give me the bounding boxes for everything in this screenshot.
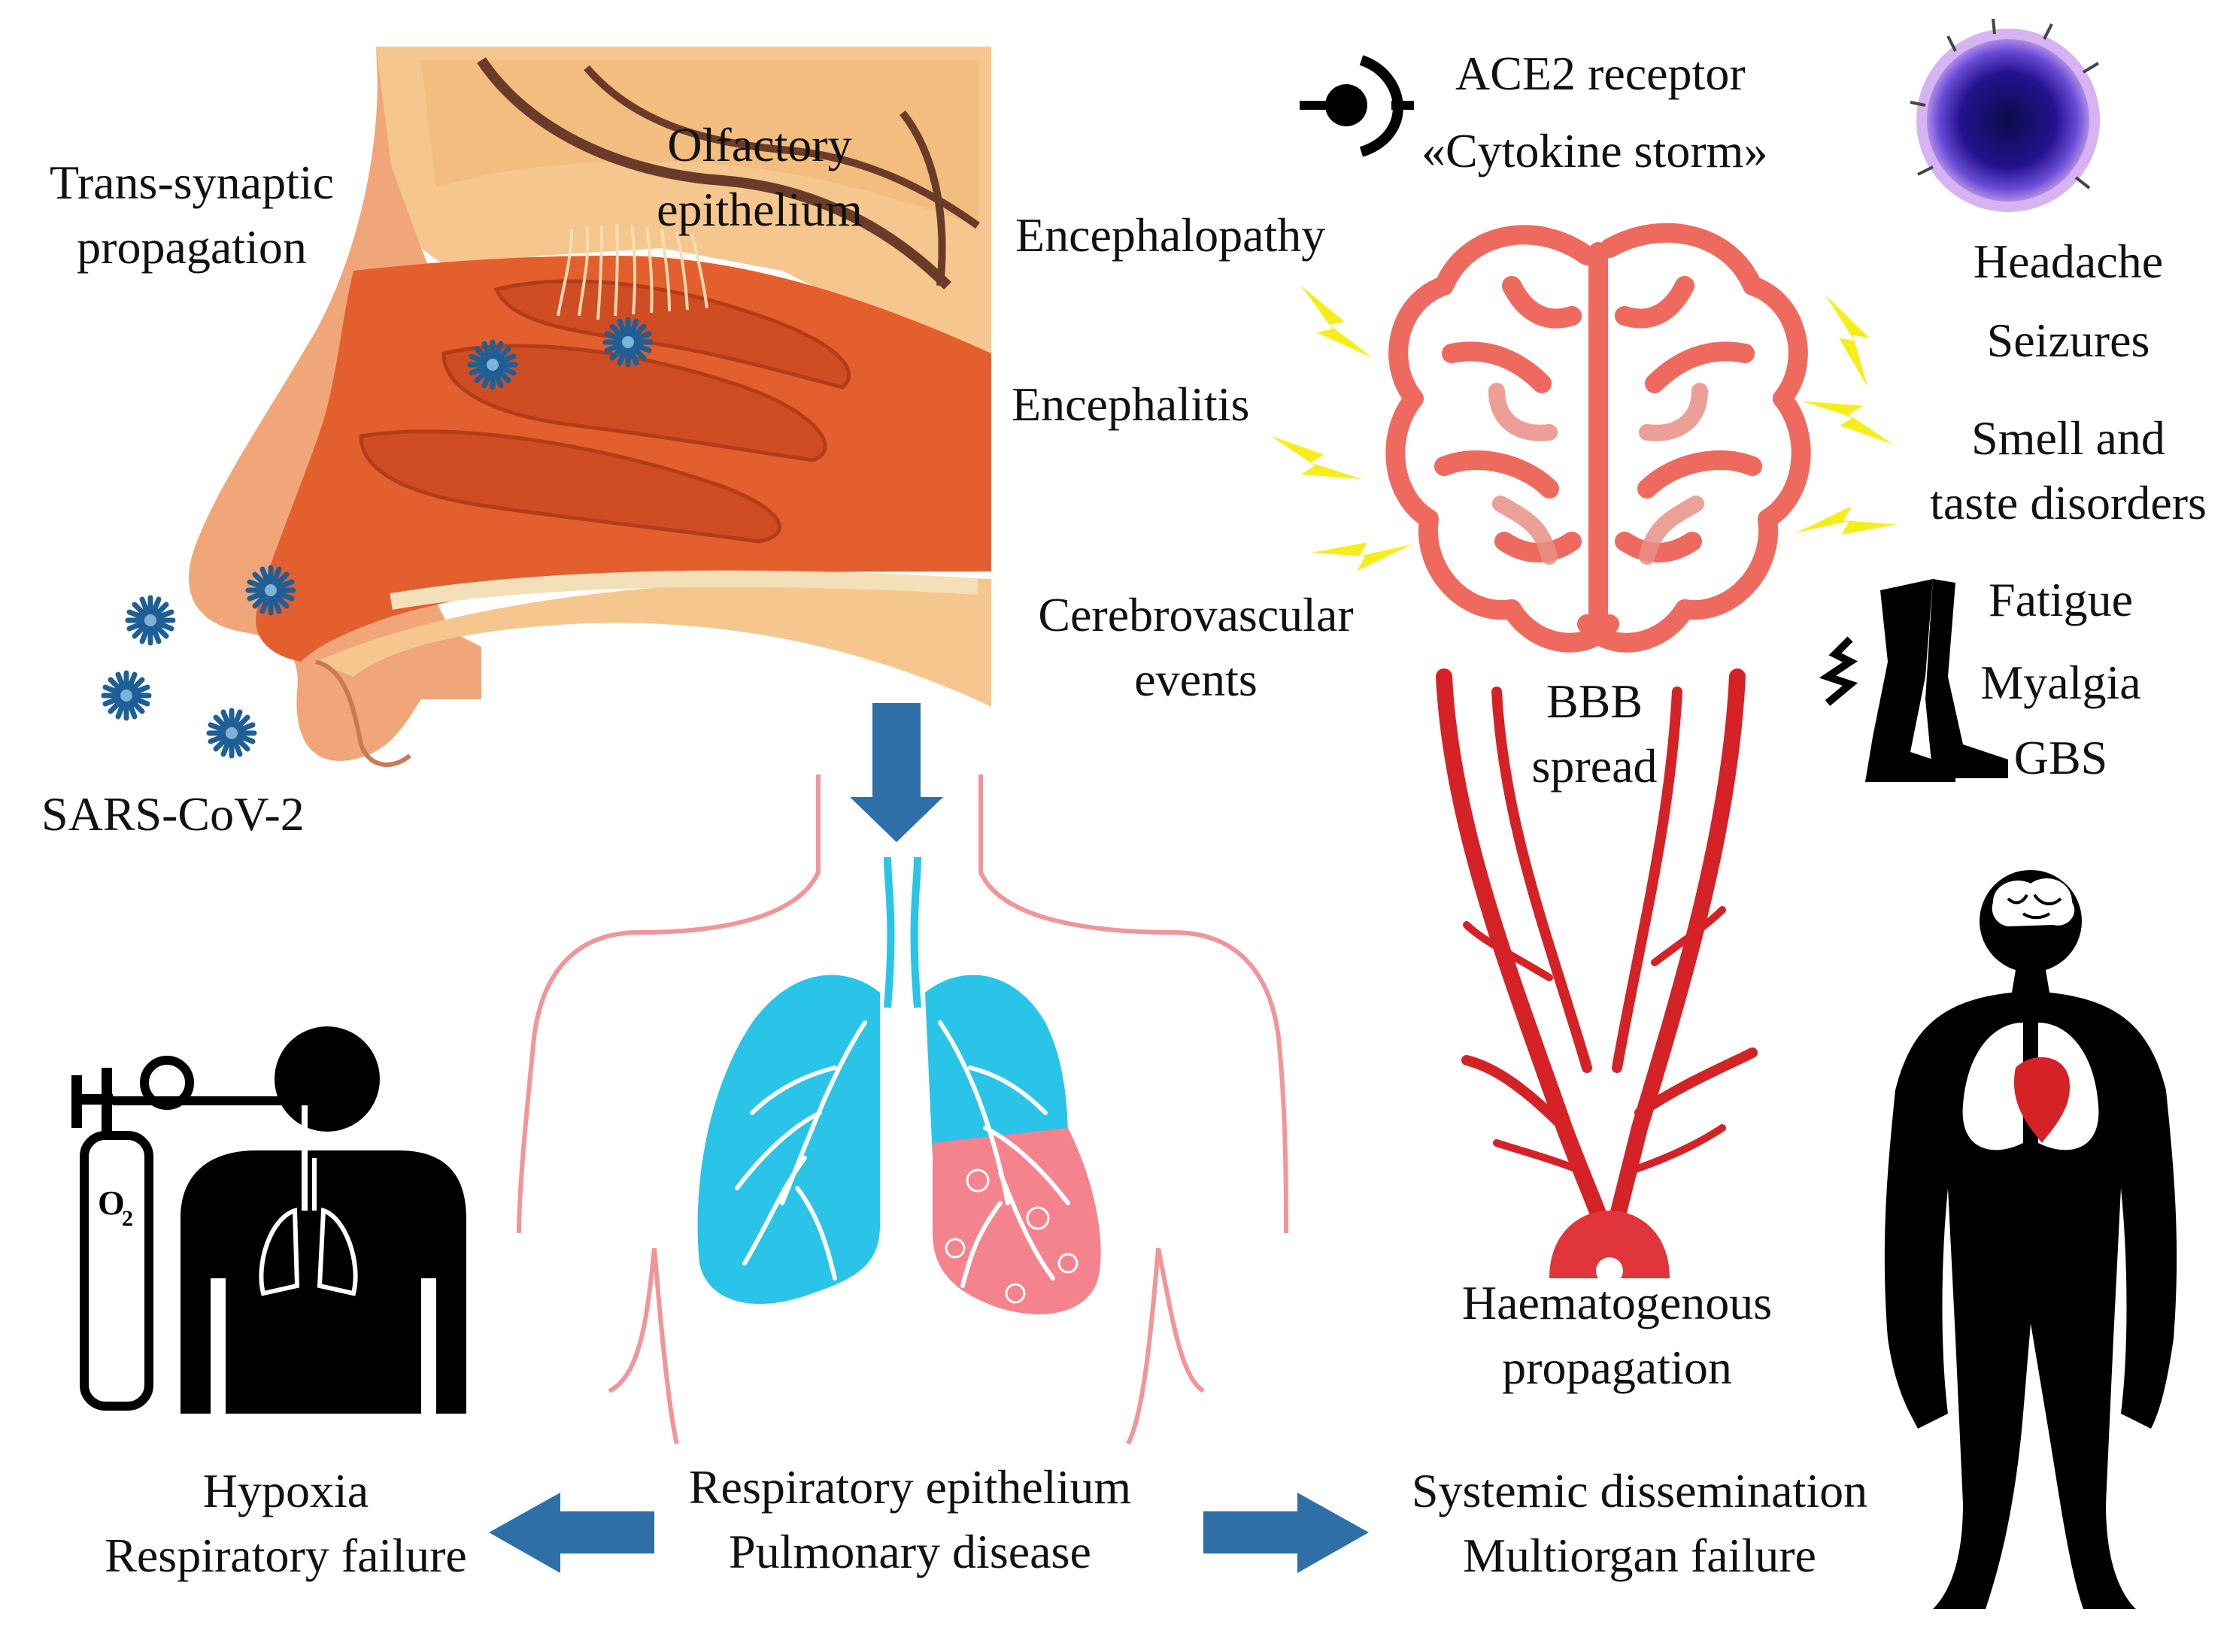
smell-taste-label: Smell and taste disorders (1930, 411, 2207, 529)
virus-icon (470, 342, 515, 387)
olfactory-epithelium-label: Olfactory epithelium (657, 118, 863, 236)
virus-icon (248, 568, 293, 613)
haematogenous-propagation-label: Haematogenous propagation (1461, 1276, 1773, 1394)
headache-label: Headache (1973, 235, 2164, 288)
fatigue-label: Fatigue (1989, 573, 2133, 626)
lightning-icon (1270, 411, 1363, 504)
ace2-receptor-icon (1300, 55, 1414, 157)
leg-icon (1819, 579, 2008, 782)
lightning-icon (1796, 477, 1898, 580)
blood-vessels-icon (1436, 668, 1758, 1256)
cytokine-storm-label: «Cytokine storm» (1421, 124, 1768, 177)
immune-cell-icon (1910, 18, 2100, 212)
oxygen-tank-icon (71, 1056, 316, 1411)
hypoxia-label: Hypoxia Respiratory failure (105, 1464, 467, 1582)
patient-icon (181, 1026, 466, 1414)
systemic-dissemination-label: Systemic dissemination Multiorgan failur… (1411, 1464, 1868, 1582)
arrow-down-icon (850, 703, 943, 842)
lungs-icon (697, 856, 1101, 1314)
arrow-left-icon (489, 1493, 654, 1573)
lightning-icon (1801, 376, 1894, 469)
torso-outline (517, 774, 1288, 1445)
nasal-cavity-illustration (189, 47, 992, 767)
virus-icon (104, 673, 149, 718)
respiratory-epithelium-label: Respiratory epithelium Pulmonary disease (688, 1460, 1132, 1578)
brain-icon (1385, 223, 1811, 653)
virus-icon (605, 320, 651, 365)
ace2-receptor-label: ACE2 receptor (1455, 47, 1746, 100)
lightning-icon (1801, 294, 1893, 387)
seizures-label: Seizures (1986, 314, 2150, 367)
encephalitis-label: Encephalitis (1012, 377, 1250, 431)
human-silhouette-icon (1884, 870, 2177, 1609)
o2-symbol: O (98, 1184, 125, 1222)
virus-icon (128, 598, 173, 643)
bbb-spread-label: BBB spread (1531, 674, 1658, 793)
cerebrovascular-events-label: Cerebrovascular events (1038, 588, 1354, 706)
trans-synaptic-label: Trans-synaptic propagation (49, 156, 335, 274)
encephalopathy-label: Encephalopathy (1015, 208, 1326, 262)
myalgia-label: Myalgia (1980, 656, 2141, 709)
sars-cov-2-label: SARS-CoV-2 (41, 787, 305, 841)
virus-icon (209, 711, 254, 756)
gbs-label: GBS (2013, 731, 2108, 784)
arrow-right-icon (1203, 1493, 1369, 1573)
aortic-arch (1549, 1211, 1670, 1278)
o2-subscript: 2 (122, 1206, 133, 1231)
lightning-icon (1301, 286, 1373, 358)
